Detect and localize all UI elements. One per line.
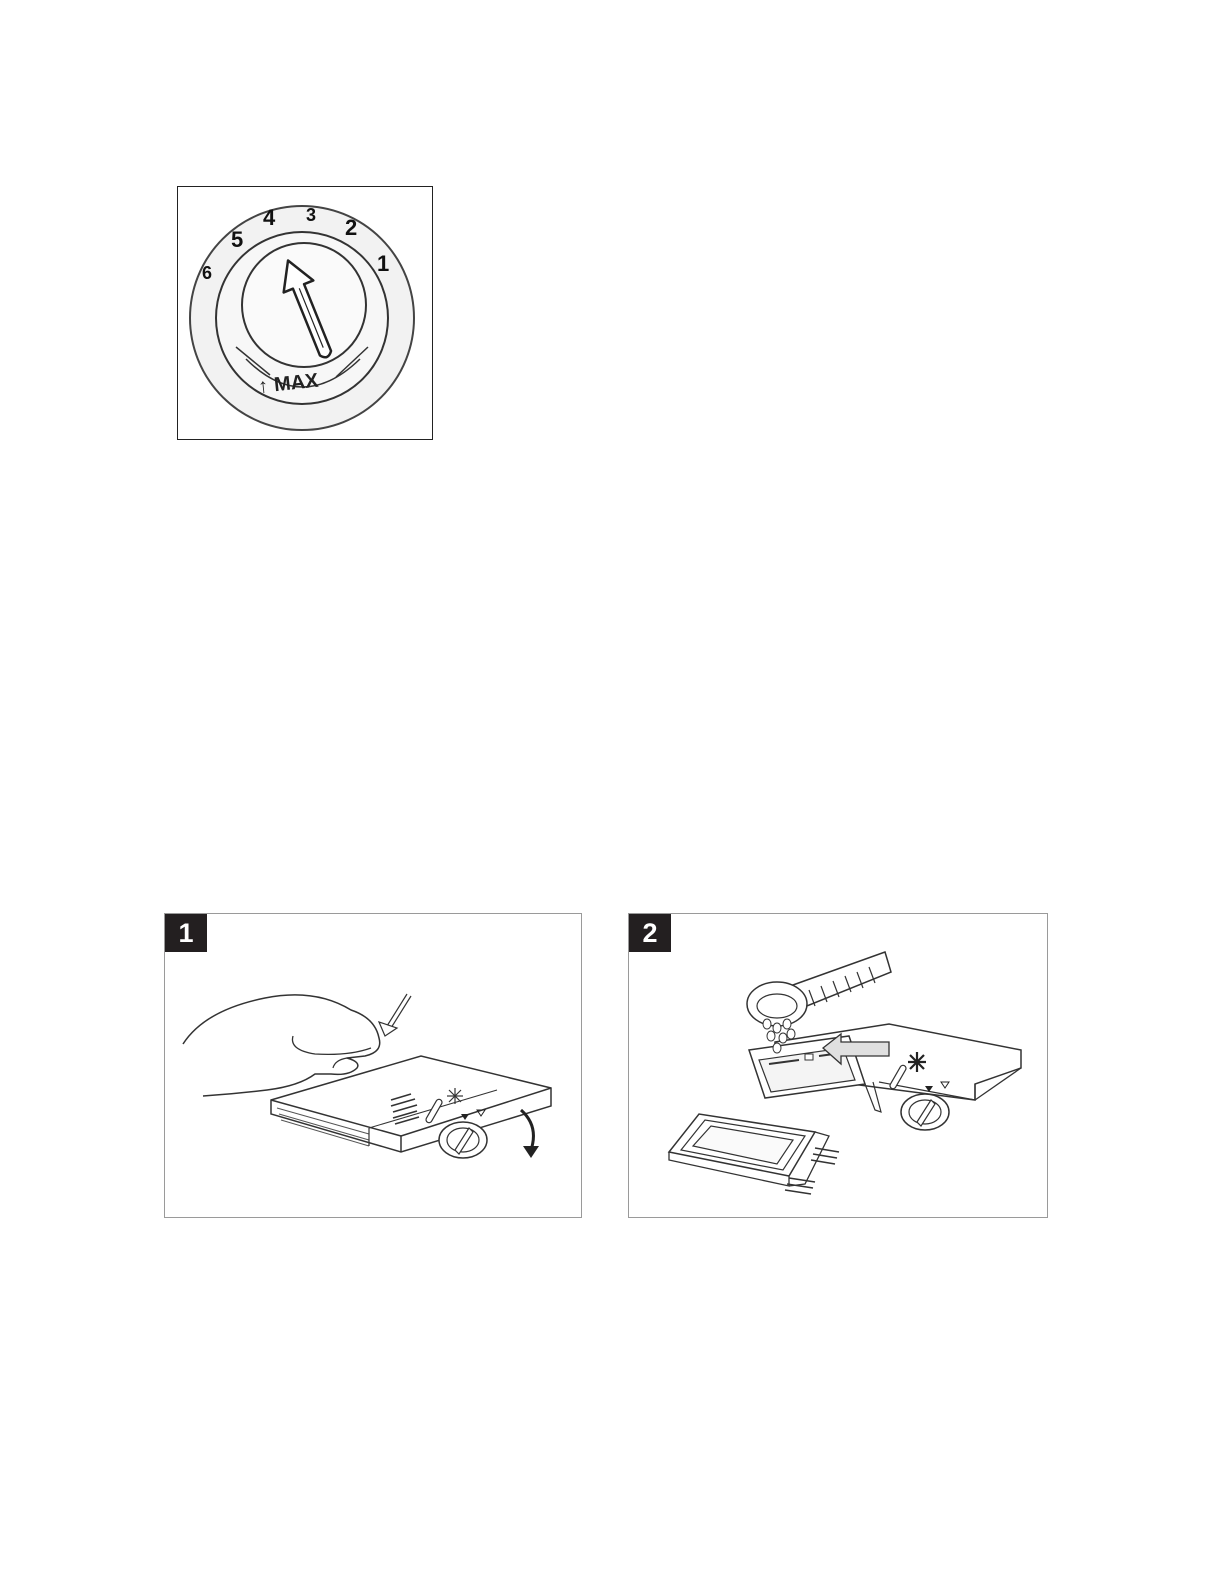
dial-number-5: 5 [231,227,243,252]
step-1-rotate-arrow [521,1110,533,1150]
step-2-badge: 2 [629,914,671,952]
step-1-drawing [165,914,580,1216]
step-1-figure: 1 [164,913,582,1218]
step-1-badge: 1 [165,914,207,952]
step-2-drawing [629,914,1046,1216]
dial-number-4: 4 [263,205,276,230]
dial-number-1: 1 [377,251,389,276]
dial-number-6: 6 [202,263,212,283]
step-2-figure: 2 [628,913,1048,1218]
dial-number-3: 3 [306,205,316,225]
rinse-aid-dial-figure: 6 5 4 3 2 1 ↑ MAX [177,186,433,440]
step-1-press-arrow [379,994,411,1036]
rinse-aid-dial-drawing: 6 5 4 3 2 1 ↑ MAX [178,187,431,438]
dial-number-2: 2 [345,215,357,240]
dial-max-label: MAX [273,370,320,397]
